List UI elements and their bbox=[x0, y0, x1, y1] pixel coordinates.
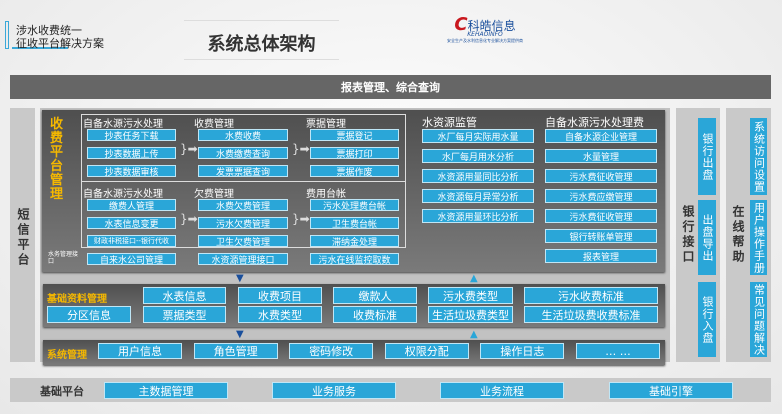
sms-platform-label[interactable]: 短信平台 bbox=[16, 208, 30, 268]
subtitle-bar bbox=[5, 21, 9, 49]
fee-item[interactable]: 卫生费台帐 bbox=[310, 217, 399, 229]
fee-group-title: 票据管理 bbox=[306, 119, 346, 130]
subtitle-line2: 征收平台解决方案 bbox=[16, 37, 104, 50]
system-mgmt-item[interactable]: 角色管理 bbox=[193, 343, 278, 359]
sms-column bbox=[10, 108, 35, 362]
basic-data-item[interactable]: 生活垃圾费类型 bbox=[428, 306, 513, 323]
self-water-fee-title: 自备水源污水处理费 bbox=[545, 116, 644, 129]
online-help-label: 在线帮助 bbox=[731, 205, 745, 265]
title-line-bottom bbox=[184, 59, 339, 60]
basic-data-item[interactable]: 污水费类型 bbox=[428, 287, 513, 304]
fee-group-title: 自备水源污水处理 bbox=[83, 189, 163, 200]
arrow-down-icon: ▼ bbox=[236, 329, 244, 340]
fee-item[interactable]: 缴费人管理 bbox=[87, 199, 176, 211]
fee-item[interactable]: 抄表数据审核 bbox=[87, 165, 176, 177]
basic-data-item[interactable]: 票据类型 bbox=[143, 306, 226, 323]
basic-data-item[interactable]: 缴款人 bbox=[333, 287, 417, 304]
arrow-right-icon: }➡ bbox=[292, 142, 310, 156]
water-resource-item[interactable]: 水厂每月实际用水量 bbox=[422, 129, 534, 143]
self-water-fee-item[interactable]: 污水费征收管理 bbox=[545, 169, 657, 183]
fee-item[interactable]: 水费欠费管理 bbox=[198, 199, 288, 211]
basic-data-item[interactable]: 分区信息 bbox=[47, 306, 131, 323]
subtitle-underline bbox=[12, 47, 68, 49]
logo-swoosh-icon: C bbox=[454, 14, 468, 35]
fee-item[interactable]: 票据登记 bbox=[310, 129, 399, 141]
fee-group-title: 收费管理 bbox=[194, 119, 234, 130]
water-resource-item[interactable]: 水资源每月异常分析 bbox=[422, 189, 534, 203]
basic-data-item[interactable]: 收费标准 bbox=[333, 306, 417, 323]
fee-item[interactable]: 发票票据查询 bbox=[198, 165, 288, 177]
fee-item[interactable]: 抄表数据上传 bbox=[87, 147, 176, 159]
base-platform-item[interactable]: 基础引擎 bbox=[609, 382, 733, 399]
basic-data-item[interactable]: 生活垃圾费收费标准 bbox=[524, 306, 658, 323]
fee-item[interactable]: 污水处理费台帐 bbox=[310, 199, 399, 211]
interface-waterworks[interactable]: 自来水公司管理 bbox=[87, 253, 176, 265]
fee-group-title: 欠费管理 bbox=[194, 189, 234, 200]
base-platform-item[interactable]: 业务流程 bbox=[440, 382, 564, 399]
fee-item[interactable]: 滞纳金处理 bbox=[310, 235, 399, 247]
system-mgmt-item[interactable]: 密码修改 bbox=[289, 343, 374, 359]
base-platform-item[interactable]: 主数据管理 bbox=[104, 382, 228, 399]
arrow-up-icon: ▲ bbox=[470, 273, 478, 284]
basic-data-label: 基础资料管理 bbox=[47, 294, 107, 305]
arrow-right-icon: }➡ bbox=[180, 212, 198, 226]
fee-item[interactable]: 水表信息变更 bbox=[87, 217, 176, 229]
basic-data-item[interactable]: 污水收费标准 bbox=[524, 287, 658, 304]
fee-group-divider bbox=[81, 181, 406, 182]
self-water-fee-item[interactable]: 水量管理 bbox=[545, 149, 657, 163]
fee-item[interactable]: 抄表任务下载 bbox=[87, 129, 176, 141]
report-query-bar[interactable]: 报表管理、综合查询 bbox=[10, 75, 771, 99]
logo-en: KEHAOINFO bbox=[467, 31, 503, 38]
self-water-fee-item[interactable]: 银行转账单管理 bbox=[545, 229, 657, 243]
basic-data-item[interactable]: 水费类型 bbox=[238, 306, 322, 323]
interface-sewage-monitor[interactable]: 污水在线监控取数 bbox=[310, 253, 399, 265]
fee-item[interactable]: 卫生欠费管理 bbox=[198, 235, 288, 247]
interface-label: 水务管理接口 bbox=[48, 251, 79, 265]
fee-item[interactable]: 票据打印 bbox=[310, 147, 399, 159]
arrow-right-icon: }➡ bbox=[292, 212, 310, 226]
basic-data-item[interactable]: 收费项目 bbox=[238, 287, 322, 304]
self-water-fee-item[interactable]: 报表管理 bbox=[545, 249, 657, 263]
fee-item[interactable]: 污水欠费管理 bbox=[198, 217, 288, 229]
system-mgmt-label: 系统管理 bbox=[47, 350, 87, 361]
system-mgmt-item[interactable]: … … bbox=[576, 343, 660, 359]
base-platform-label: 基础平台 bbox=[40, 385, 84, 398]
title-line-top bbox=[184, 20, 339, 21]
fee-item[interactable]: 水费缴费查询 bbox=[198, 147, 288, 159]
help-user-manual[interactable]: 用户操作手册 bbox=[750, 200, 767, 275]
water-resource-title: 水资源监管 bbox=[422, 116, 477, 129]
fee-group-title: 自备水源污水处理 bbox=[83, 119, 163, 130]
logo: C科皓信息 KEHAOINFO 安全生产及水利信息化专业解决方案提供商 bbox=[440, 14, 530, 44]
bank-out-export[interactable]: 出盘导出 bbox=[698, 200, 716, 275]
basic-data-item[interactable]: 水表信息 bbox=[143, 287, 226, 304]
fee-platform-label: 收费平台管理 bbox=[50, 117, 64, 202]
self-water-fee-item[interactable]: 污水费应缴管理 bbox=[545, 189, 657, 203]
system-mgmt-item[interactable]: 权限分配 bbox=[384, 343, 469, 359]
fee-item[interactable]: 水费收费 bbox=[198, 129, 288, 141]
bank-in[interactable]: 银行入盘 bbox=[698, 282, 716, 357]
water-resource-item[interactable]: 水资源用量环比分析 bbox=[422, 209, 534, 223]
fee-item[interactable]: 票据作废 bbox=[310, 165, 399, 177]
bank-interface-label: 银行接口 bbox=[681, 205, 695, 265]
page-title: 系统总体架构 bbox=[207, 34, 316, 55]
arrow-right-icon: }➡ bbox=[180, 142, 198, 156]
bank-out[interactable]: 银行出盘 bbox=[698, 118, 716, 195]
fee-item[interactable]: 财政非税接口--银行代收 bbox=[87, 235, 176, 247]
help-faq[interactable]: 常见问题解决 bbox=[750, 282, 767, 357]
base-platform-item[interactable]: 业务服务 bbox=[272, 382, 396, 399]
system-mgmt-item[interactable]: 用户信息 bbox=[98, 343, 182, 359]
arrow-down-icon: ▼ bbox=[236, 273, 244, 284]
arrow-up-icon: ▲ bbox=[470, 329, 478, 340]
water-resource-item[interactable]: 水资源用量同比分析 bbox=[422, 169, 534, 183]
water-resource-item[interactable]: 水厂每月用水分析 bbox=[422, 149, 534, 163]
interface-water-resource[interactable]: 水资源管理接口 bbox=[198, 253, 288, 265]
self-water-fee-item[interactable]: 自备水源企业管理 bbox=[545, 129, 657, 143]
fee-group-title: 费用台帐 bbox=[306, 189, 346, 200]
logo-slogan: 安全生产及水利信息化专业解决方案提供商 bbox=[447, 38, 523, 43]
subtitle-line1: 涉水收费统一 bbox=[16, 24, 82, 37]
self-water-fee-item[interactable]: 污水费征收管理 bbox=[545, 209, 657, 223]
logo-cn: 科皓信息 bbox=[467, 19, 516, 33]
system-mgmt-item[interactable]: 操作日志 bbox=[480, 343, 565, 359]
help-access-settings[interactable]: 系统访问设置 bbox=[750, 118, 767, 195]
